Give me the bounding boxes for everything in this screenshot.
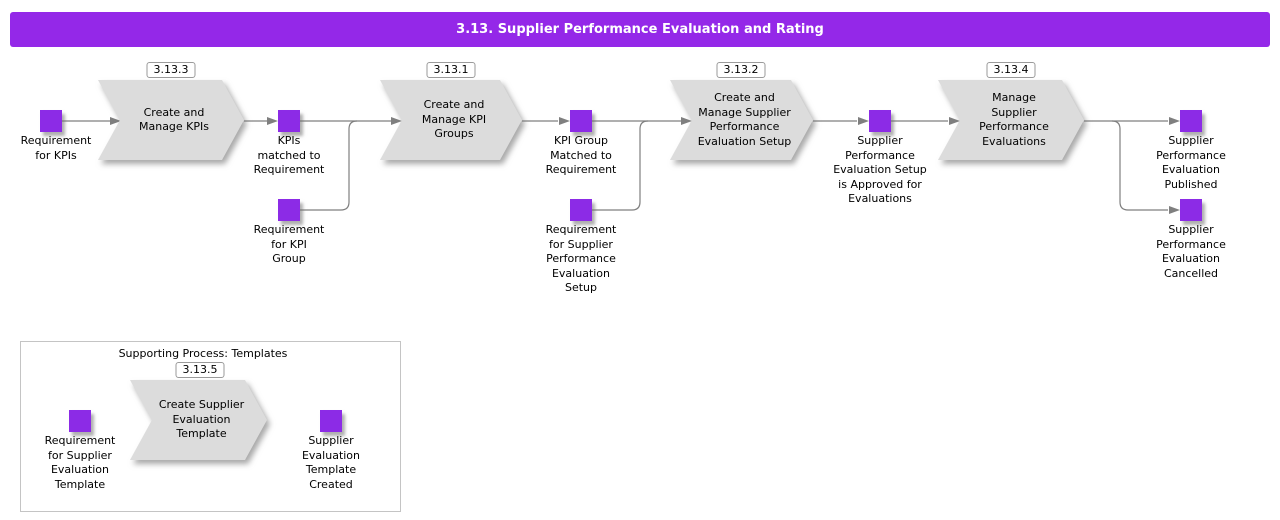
process-label: Manage Supplier Performance Evaluations <box>938 80 1084 160</box>
event-label: Supplier Performance Evaluation Publishe… <box>1156 134 1226 191</box>
event-label: Requirement for KPIs <box>20 134 92 162</box>
supporting-process-title: Supporting Process: Templates <box>118 347 288 360</box>
event-requirement-for-kpi-group[interactable] <box>278 199 300 221</box>
process-create-supplier-evaluation-template[interactable]: Create Supplier Evaluation Template <box>130 380 267 460</box>
process-label: Create and Manage KPI Groups <box>380 80 522 160</box>
event-spe-setup-approved[interactable] <box>869 110 891 132</box>
event-label: Requirement for Supplier Evaluation Temp… <box>44 434 116 491</box>
event-kpi-group-matched[interactable] <box>570 110 592 132</box>
process-number: 3.13.3 <box>153 63 189 76</box>
process-number: 3.13.5 <box>182 363 218 376</box>
event-requirement-for-kpis[interactable] <box>40 110 62 132</box>
process-manage-spe-evaluations[interactable]: Manage Supplier Performance Evaluations <box>938 80 1084 160</box>
process-create-manage-kpis[interactable]: Create and Manage KPIs <box>98 80 244 160</box>
process-number-badge: 3.13.5 <box>175 362 225 378</box>
process-number-badge: 3.13.1 <box>426 62 476 78</box>
diagram-title-banner: 3.13. Supplier Performance Evaluation an… <box>10 12 1270 47</box>
process-label: Create and Manage KPIs <box>98 80 244 160</box>
event-label: KPIs matched to Requirement <box>253 134 325 176</box>
diagram-title: 3.13. Supplier Performance Evaluation an… <box>456 22 824 37</box>
event-spe-published[interactable] <box>1180 110 1202 132</box>
event-spe-cancelled[interactable] <box>1180 199 1202 221</box>
process-number: 3.13.1 <box>433 63 469 76</box>
event-label: Supplier Evaluation Template Created <box>301 434 361 491</box>
event-label: Supplier Performance Evaluation Cancelle… <box>1156 223 1226 280</box>
process-number-badge: 3.13.2 <box>716 62 766 78</box>
event-template-created[interactable] <box>320 410 342 432</box>
process-create-manage-kpi-groups[interactable]: Create and Manage KPI Groups <box>380 80 522 160</box>
process-number-badge: 3.13.4 <box>986 62 1036 78</box>
process-label: Create and Manage Supplier Performance E… <box>670 80 813 160</box>
event-kpis-matched[interactable] <box>278 110 300 132</box>
event-label: Requirement for Supplier Performance Eva… <box>545 223 617 294</box>
event-requirement-for-spe-setup[interactable] <box>570 199 592 221</box>
event-label: Requirement for KPI Group <box>253 223 325 265</box>
event-label: Supplier Performance Evaluation Setup is… <box>833 134 927 205</box>
event-requirement-for-template[interactable] <box>69 410 91 432</box>
process-create-manage-spe-setup[interactable]: Create and Manage Supplier Performance E… <box>670 80 813 160</box>
process-number: 3.13.2 <box>723 63 759 76</box>
process-label: Create Supplier Evaluation Template <box>130 380 267 460</box>
process-number-badge: 3.13.3 <box>146 62 196 78</box>
event-label: KPI Group Matched to Requirement <box>545 134 617 176</box>
process-number: 3.13.4 <box>993 63 1029 76</box>
